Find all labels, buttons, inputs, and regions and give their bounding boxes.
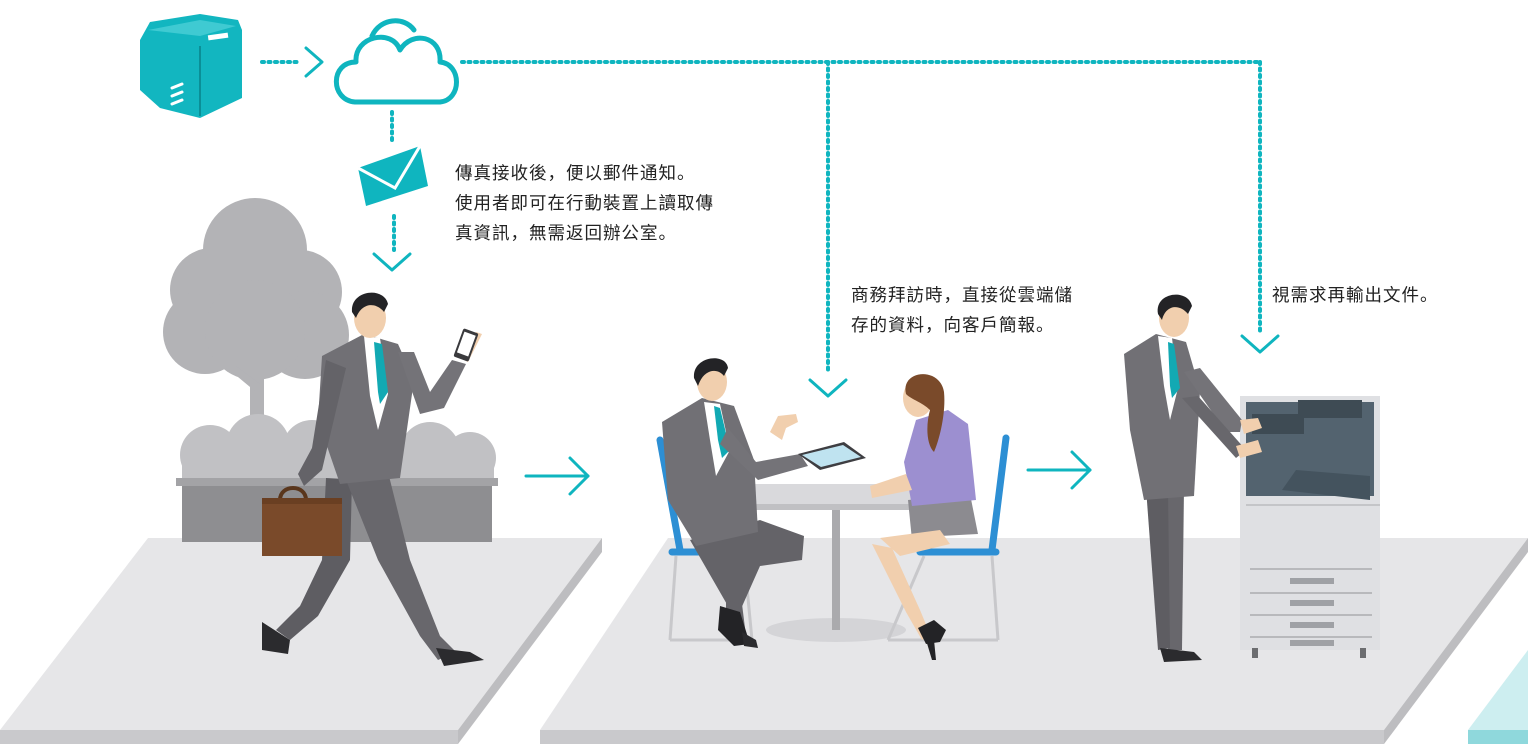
copier-machine bbox=[1240, 396, 1380, 658]
walking-man bbox=[262, 292, 484, 666]
cloud-icon bbox=[333, 18, 459, 105]
arrow-down-icon bbox=[808, 378, 848, 398]
seated-woman bbox=[870, 374, 978, 660]
dotted-connectors bbox=[260, 60, 1262, 374]
caption-line: 傳真接收後，便以郵件通知。 bbox=[455, 164, 696, 184]
seated-man bbox=[662, 358, 808, 648]
arrow-down-icon bbox=[372, 252, 412, 272]
caption-print-output: 視需求再輸出文件。 bbox=[1272, 281, 1439, 311]
briefcase-icon bbox=[262, 486, 342, 556]
email-icon bbox=[357, 145, 428, 206]
arrow-right-icon bbox=[524, 456, 590, 496]
standing-man bbox=[1124, 294, 1262, 662]
corner-shape bbox=[1468, 650, 1528, 744]
caption-email-notification: 傳真接收後，便以郵件通知。 使用者即可在行動裝置上讀取傳 真資訊，無需返回辦公室… bbox=[455, 159, 714, 249]
arrow-right-icon bbox=[304, 46, 324, 78]
tablet-icon bbox=[798, 442, 866, 470]
floor-1 bbox=[0, 538, 602, 744]
phone-icon bbox=[453, 328, 479, 362]
arrow-down-icon bbox=[1240, 334, 1280, 354]
caption-line: 真資訊，無需返回辦公室。 bbox=[455, 224, 677, 244]
arrow-right-icon bbox=[1026, 450, 1092, 490]
chair-right bbox=[916, 434, 1010, 556]
caption-line: 使用者即可在行動裝置上讀取傳 bbox=[455, 194, 714, 214]
caption-client-presentation: 商務拜訪時，直接從雲端儲 存的資料，向客戶簡報。 bbox=[851, 281, 1073, 341]
fax-machine-icon bbox=[140, 14, 242, 118]
caption-line: 視需求再輸出文件。 bbox=[1272, 286, 1439, 306]
caption-line: 商務拜訪時，直接從雲端儲 bbox=[851, 286, 1073, 306]
caption-line: 存的資料，向客戶簡報。 bbox=[851, 316, 1055, 336]
